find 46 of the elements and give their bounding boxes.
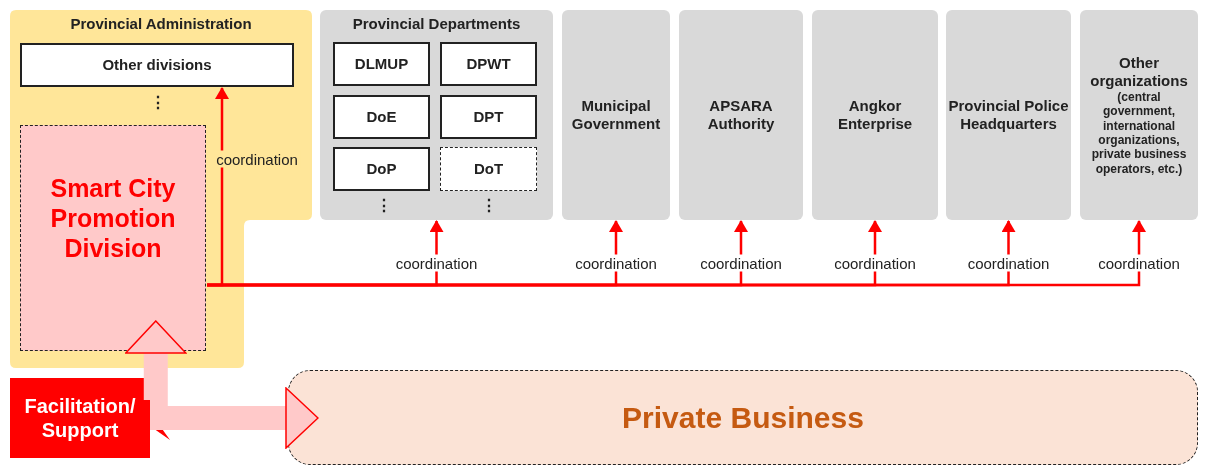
division-box xyxy=(333,147,430,191)
ellipsis-mark: ⋮ xyxy=(150,92,166,112)
division-box xyxy=(20,43,294,87)
edge-label: coordination xyxy=(214,150,300,167)
node-label: Private Business xyxy=(622,399,864,436)
edge-label: coordination xyxy=(832,254,918,272)
division-box xyxy=(333,42,430,86)
node-label: APSARA Authority xyxy=(706,97,776,133)
ellipsis-mark: ⋮ xyxy=(376,195,392,215)
node-label: DoE xyxy=(366,108,397,126)
division-box xyxy=(440,95,537,139)
division-box xyxy=(440,42,537,86)
stakeholder-box xyxy=(288,370,1198,465)
dashed-department-box xyxy=(440,147,537,191)
edge-label: coordination xyxy=(698,254,784,272)
organization-panel xyxy=(679,10,803,220)
node-label: Other organizations xyxy=(1089,53,1189,90)
group-panel xyxy=(10,10,312,368)
node-label: Smart City Promotion Division xyxy=(49,173,177,263)
node-label: Municipal Government xyxy=(570,97,662,133)
node-label: Other divisions xyxy=(102,56,212,74)
organization-panel xyxy=(812,10,938,220)
callout-box xyxy=(10,378,170,458)
node-label: DPWT xyxy=(466,55,511,73)
organization-panel xyxy=(320,10,553,220)
block-arrow xyxy=(150,387,319,449)
edge-label: coordination xyxy=(573,254,659,272)
organization-panel xyxy=(562,10,670,220)
division-box xyxy=(333,95,430,139)
node-label: Provincial Departments xyxy=(352,15,521,33)
organization-panel xyxy=(946,10,1071,220)
edge-label: coordination xyxy=(393,254,480,272)
node-label: Angkor Enterprise xyxy=(836,97,914,133)
organization-panel xyxy=(1080,10,1198,220)
node-label: DoP xyxy=(366,160,397,178)
node-label: Facilitation/ Support xyxy=(23,394,137,442)
node-label: DLMUP xyxy=(354,55,409,73)
node-label: DPT xyxy=(473,108,504,126)
node-label: Provincial Police Headquarters xyxy=(947,97,1070,133)
highlighted-division-box xyxy=(20,125,206,351)
node-note: (central government, international organizations, private business operators, etc.) xyxy=(1090,89,1188,177)
ellipsis-mark: ⋮ xyxy=(481,195,497,215)
node-label: Provincial Administration xyxy=(70,15,252,33)
edge-label: coordination xyxy=(965,254,1052,272)
edge-label: coordination xyxy=(1096,254,1182,272)
node-label: DoT xyxy=(473,160,504,178)
